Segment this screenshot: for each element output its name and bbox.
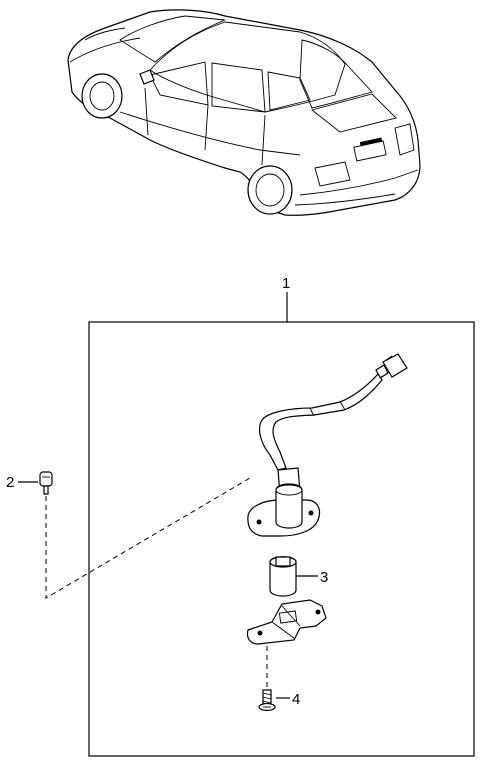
part-3-bulb [269,556,297,597]
callout-4: 4 [292,691,300,708]
lamp-socket-assembly [247,353,408,537]
part-4-screw [258,689,276,712]
callout-3: 3 [320,569,328,586]
callout-2: 2 [6,474,14,491]
car-illustration [67,9,421,216]
assembly-box [88,321,475,757]
callout-1: 1 [282,275,290,292]
part-2-dashed-guide [45,477,251,599]
mounting-bracket [246,599,327,645]
part-2-pin [39,471,53,495]
